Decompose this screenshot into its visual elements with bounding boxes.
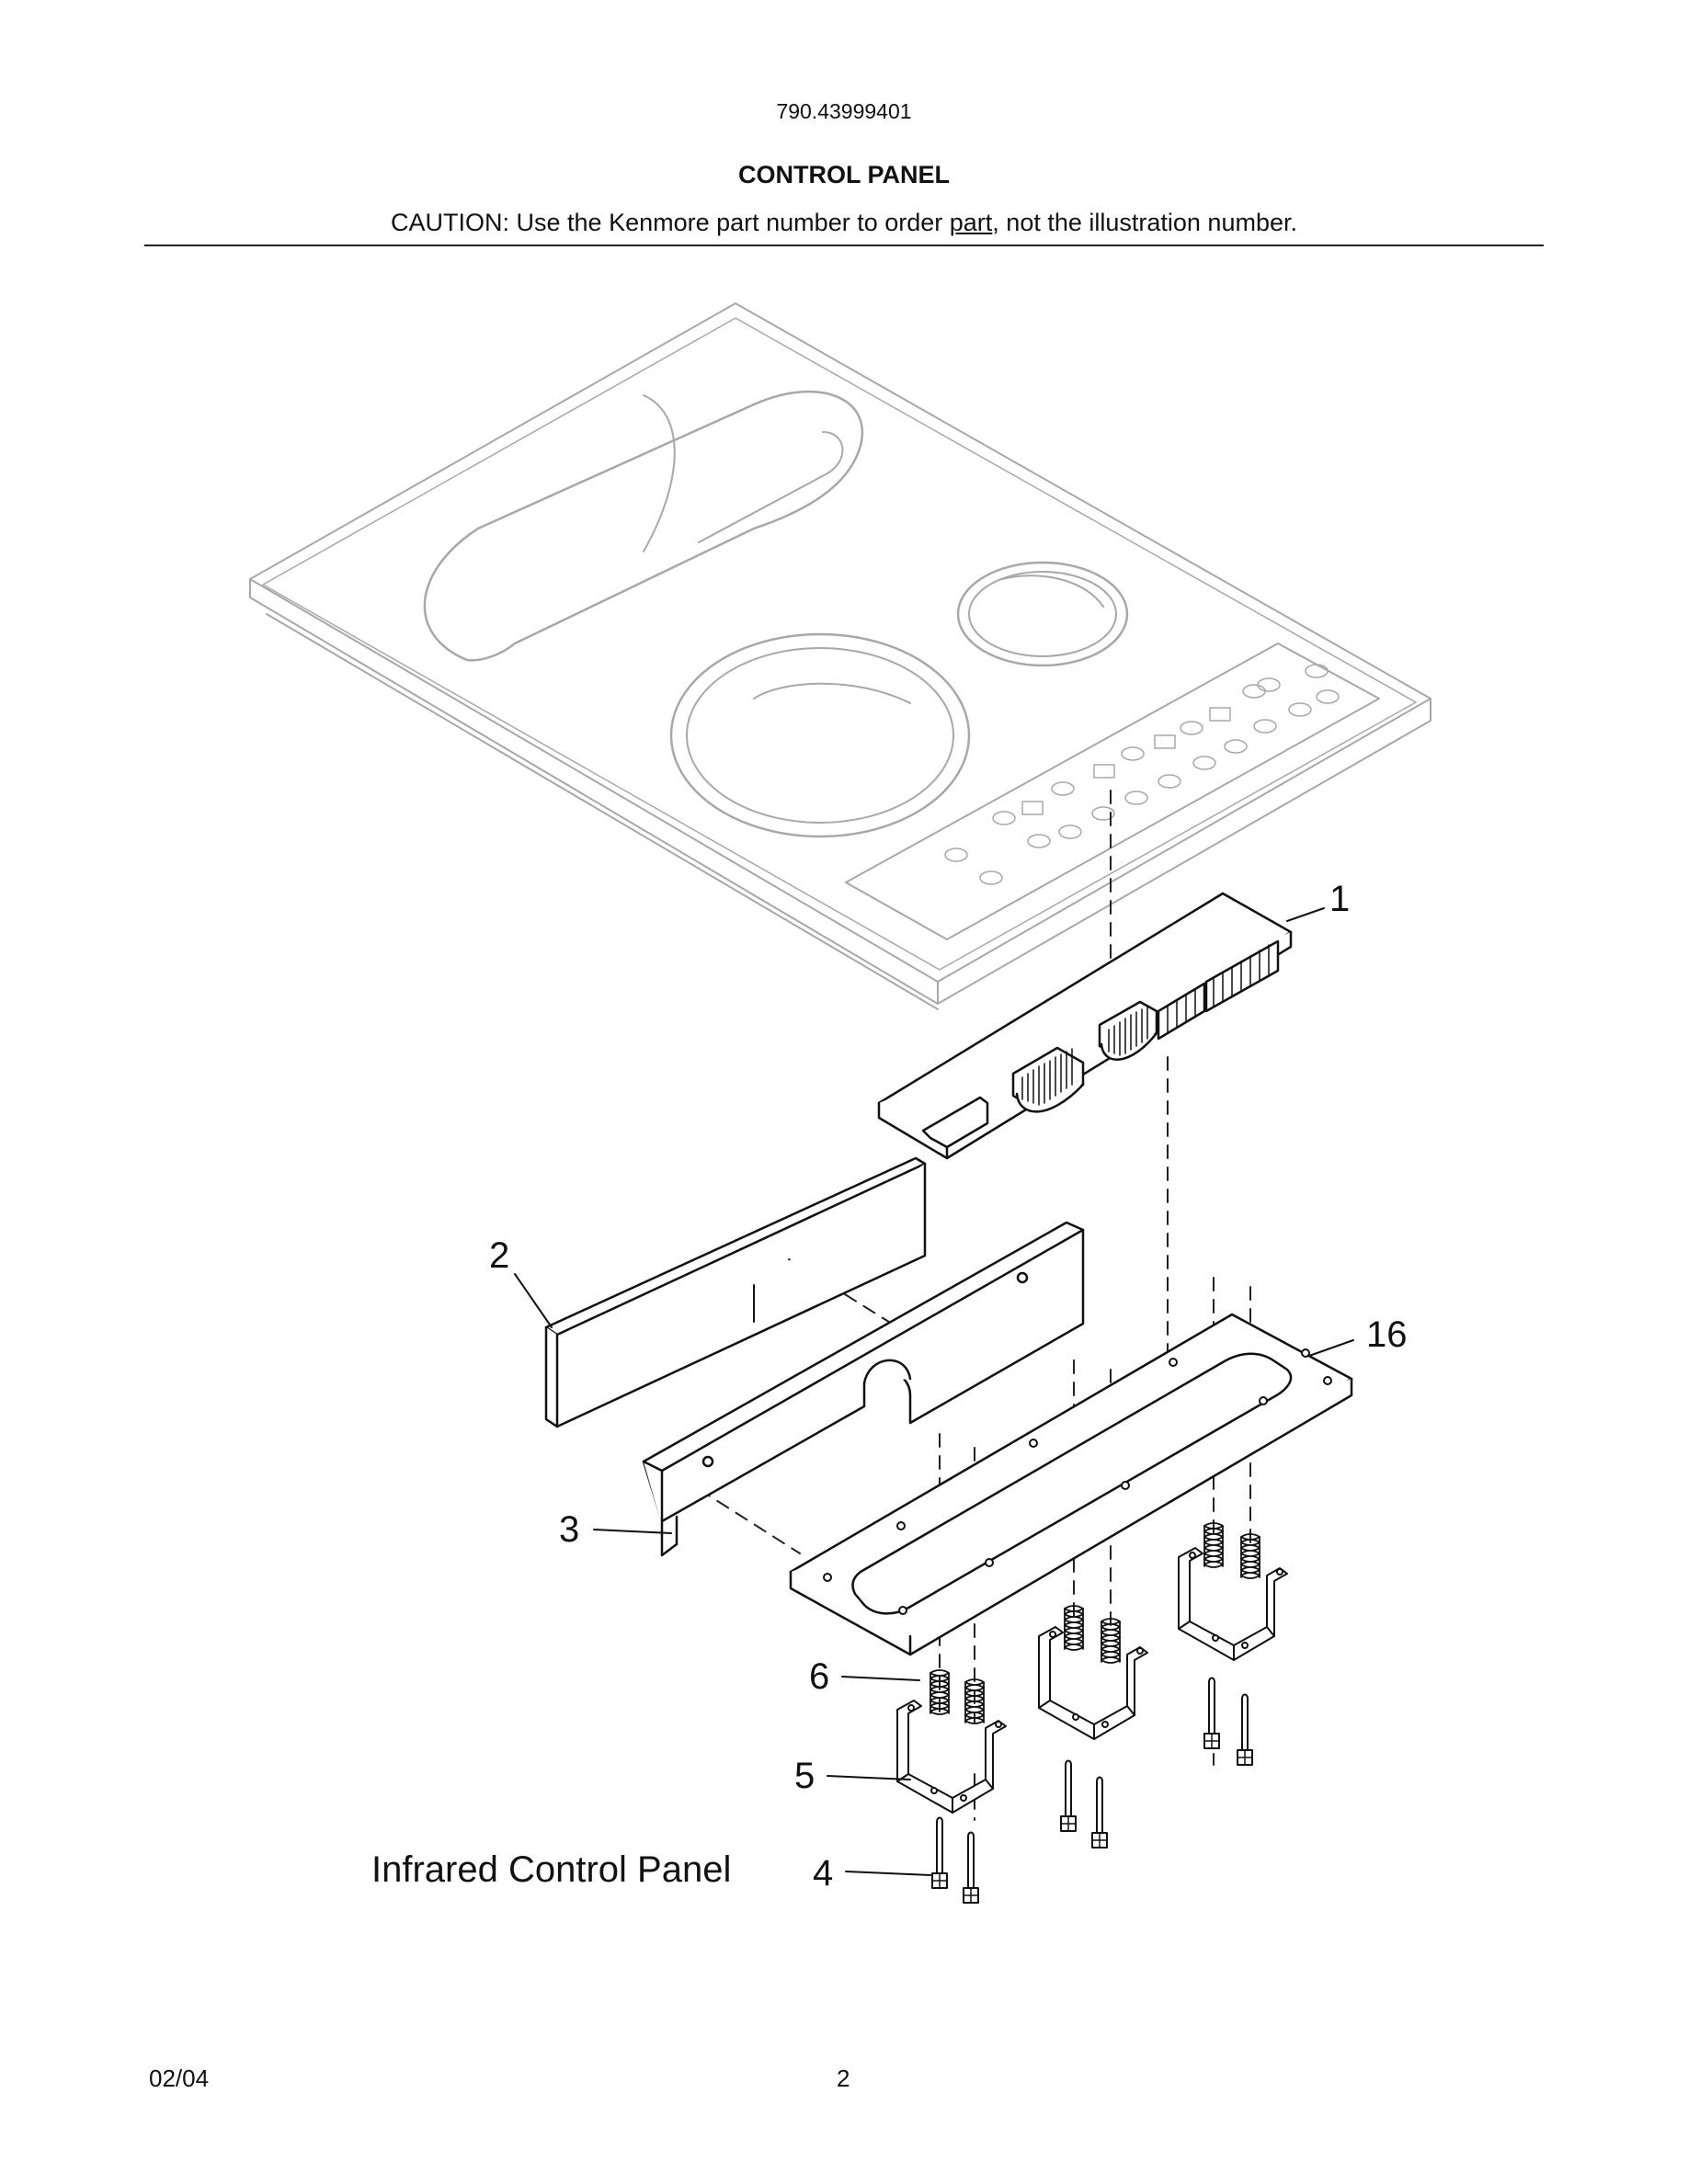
u-clip [1178, 1547, 1288, 1661]
screw-shank [1096, 1776, 1103, 1834]
screw-head-detail [963, 1887, 979, 1904]
screw-shank [1241, 1693, 1249, 1751]
diagram-caption: Infrared Control Panel [371, 1849, 732, 1890]
clip-hole [1189, 1552, 1196, 1559]
footer-date: 02/04 [149, 2065, 210, 2092]
hardware-sets [896, 1522, 1288, 1904]
model-number: 790.43999401 [776, 99, 912, 123]
u-clip [1038, 1626, 1148, 1740]
clip-hole [1049, 1631, 1056, 1638]
clip-hole [1072, 1713, 1079, 1721]
caution-text-underlined: part [949, 209, 993, 236]
caution-text-suffix: , not the illustration number. [992, 209, 1297, 236]
clip-hole [995, 1721, 1002, 1728]
screw-head-detail [1091, 1832, 1108, 1848]
clip-hole [1241, 1642, 1249, 1649]
burner-bridge [423, 390, 864, 662]
frame-plate [789, 1313, 1353, 1656]
u-clip-edge [896, 1773, 994, 1814]
callout-3: 3 [559, 1509, 580, 1550]
screw-head-detail [1203, 1733, 1220, 1749]
screw-shank [1065, 1759, 1072, 1817]
screw-head-detail [931, 1872, 948, 1889]
callout-4: 4 [813, 1853, 834, 1894]
callout-leaders [514, 907, 1354, 1876]
screw-shank [936, 1816, 943, 1874]
clip-hole [1136, 1647, 1144, 1655]
u-clip [896, 1700, 1007, 1814]
clip-hole [960, 1794, 967, 1802]
burner-large [669, 632, 971, 838]
touch-control-strip [845, 643, 1380, 940]
footer-page-number: 2 [837, 2065, 850, 2092]
cooktop-glass [249, 302, 1431, 1010]
callout-5: 5 [794, 1756, 815, 1796]
clip-hole [907, 1704, 915, 1712]
callout-6: 6 [809, 1656, 830, 1697]
section-title: CONTROL PANEL [737, 161, 950, 188]
screw-shank [967, 1831, 975, 1889]
clip-hole [1212, 1634, 1219, 1642]
screw-shank [1208, 1677, 1215, 1735]
control-board [877, 892, 1293, 1160]
burner-small [956, 561, 1129, 667]
caution-note: CAUTION: Use the Kenmore part number to … [0, 209, 1688, 237]
mounting-bracket [642, 1221, 1085, 1557]
caution-text-prefix: CAUTION: Use the Kenmore part number to … [391, 209, 950, 236]
clip-hole [1101, 1721, 1109, 1728]
trim-strip [544, 1156, 927, 1428]
callout-16: 16 [1366, 1314, 1408, 1355]
u-clip-edge [1178, 1621, 1275, 1661]
clip-hole [930, 1787, 938, 1794]
screw-head-detail [1237, 1749, 1253, 1766]
u-clip-edge [1038, 1700, 1135, 1740]
clip-hole [1276, 1568, 1283, 1575]
header-rule [144, 245, 1544, 246]
callout-2: 2 [489, 1235, 510, 1276]
screw-head-detail [1060, 1815, 1077, 1832]
callout-1: 1 [1329, 879, 1351, 919]
